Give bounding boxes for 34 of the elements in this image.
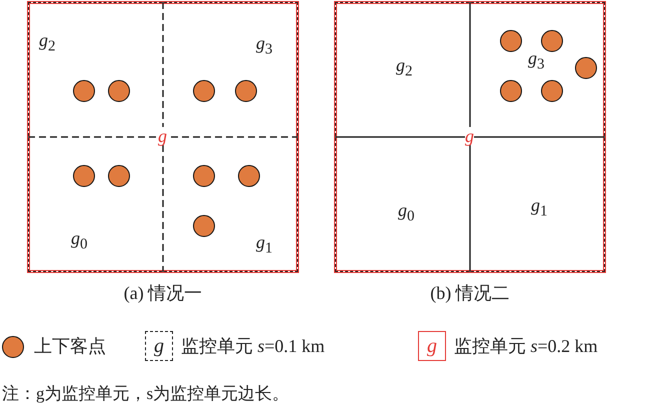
cell-label: g$_{2}$ (39, 31, 56, 55)
cell-label: g$_{0}$ (71, 229, 88, 253)
center-label: g (465, 127, 474, 145)
panel-caption: (b) 情况二 (429, 284, 511, 302)
circle-marker (235, 80, 257, 102)
cell-label: g$_{1}$ (531, 196, 548, 220)
panel-caption: (a) 情况一 (122, 284, 204, 302)
cell-label: g$_{3}$ (528, 49, 544, 73)
cell-label: g$_{2}$ (396, 56, 412, 80)
circle-marker (541, 80, 563, 102)
circle-marker (500, 30, 522, 52)
circle-marker (108, 80, 130, 102)
cell-label: g$_{1}$ (256, 233, 272, 257)
circle-marker (193, 215, 215, 237)
legend-key: g (418, 331, 446, 361)
legend-text: 监控单元 s=0.2 km (454, 337, 598, 355)
circle-marker (73, 165, 95, 187)
circle-marker (193, 165, 215, 187)
circle-marker (73, 80, 95, 102)
cell-label: g$_{3}$ (256, 34, 272, 58)
circle-marker (500, 80, 522, 102)
legend-text: 上下客点 (34, 337, 106, 355)
legend-text: 监控单元 s=0.1 km (181, 337, 325, 355)
circle-marker (575, 57, 597, 79)
center-label: g (158, 127, 167, 145)
circle-marker (541, 30, 563, 52)
legend-key: g (145, 331, 173, 361)
note-text: 注：g为监控单元，s为监控单元边长。 (2, 385, 290, 402)
cell-label: g$_{0}$ (398, 201, 414, 225)
circle-marker (238, 165, 260, 187)
circle-marker (108, 165, 130, 187)
grid-square (28, 2, 298, 272)
grid-square (335, 2, 605, 272)
circle-marker (193, 80, 215, 102)
